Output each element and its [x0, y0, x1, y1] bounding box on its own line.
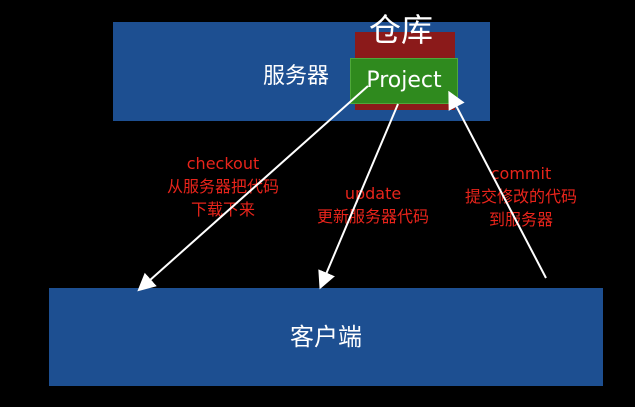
project-label: Project [366, 68, 442, 93]
update-arrow [318, 103, 399, 290]
checkout-arrow [137, 85, 369, 292]
commit-command: commit [490, 164, 552, 183]
project-box [350, 58, 458, 104]
client-label: 客户端 [290, 323, 362, 351]
client-box [49, 288, 603, 386]
commit-arrow [448, 90, 547, 279]
commit-annotation: commit 提交修改的代码 到服务器 [448, 162, 594, 231]
commit-description-cont: 到服务器 [488, 210, 553, 229]
checkout-command: checkout [186, 154, 260, 173]
checkout-description-cont: 下载下来 [190, 200, 255, 219]
server-label: 服务器 [263, 64, 330, 89]
update-description: 更新服务器代码 [316, 207, 429, 226]
repository-label: 仓库 [369, 11, 434, 49]
commit-description: 提交修改的代码 [464, 187, 577, 206]
